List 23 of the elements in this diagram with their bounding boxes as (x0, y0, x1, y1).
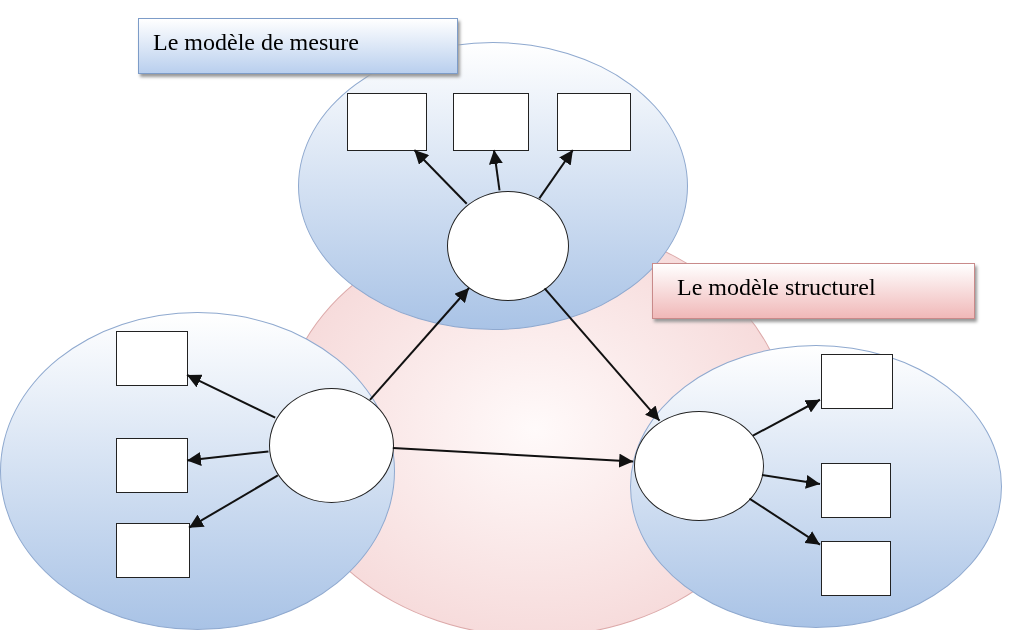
title-tab: Le modèle structurel (652, 263, 975, 319)
indicator-box (453, 93, 529, 151)
arrow (748, 497, 821, 546)
indicator-box (821, 541, 891, 596)
arrow (751, 398, 821, 437)
arrow (760, 474, 821, 489)
arrow (391, 447, 635, 468)
arrow (368, 287, 470, 401)
arrow (186, 373, 277, 419)
arrow (543, 287, 661, 422)
indicator-box (116, 331, 188, 386)
arrow (188, 474, 279, 529)
arrow (186, 450, 270, 466)
indicator-box (821, 463, 891, 518)
title-tab: Le modèle de mesure (138, 18, 458, 74)
arrow (413, 149, 468, 205)
indicator-box (821, 354, 893, 409)
indicator-box (557, 93, 631, 151)
arrow (538, 149, 574, 200)
indicator-box (116, 438, 188, 493)
indicator-box (116, 523, 190, 578)
arrow (488, 149, 503, 192)
indicator-box (347, 93, 427, 151)
